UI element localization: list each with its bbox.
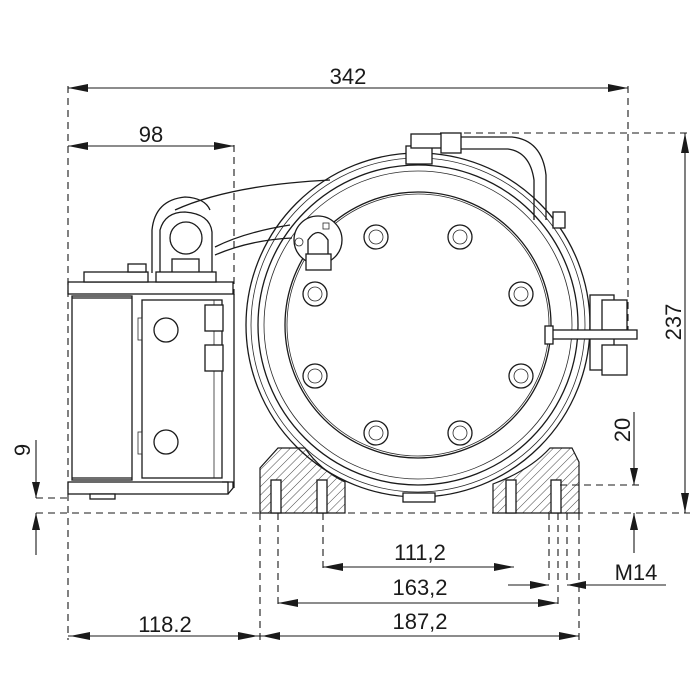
sheave-bolts	[302, 224, 534, 446]
bolt	[508, 363, 534, 389]
dim-left-offset: 118.2	[138, 612, 191, 637]
dim-foot-height: 20	[610, 418, 635, 442]
dim-overall-height: 237	[661, 304, 686, 341]
left-foot	[259, 447, 346, 514]
dim-thread: M14	[615, 560, 658, 585]
brake-bolt	[153, 429, 179, 455]
right-clamp	[544, 294, 638, 376]
brake-arm	[174, 179, 331, 256]
bolt	[302, 281, 328, 307]
dim-hole-spacing-mid: 163,2	[392, 575, 447, 600]
bolt	[447, 224, 473, 250]
top-connector	[405, 132, 566, 229]
dim-base-width: 187,2	[392, 609, 447, 634]
bolt	[447, 420, 473, 446]
encoder-sensor	[293, 215, 343, 271]
dim-overall-width: 342	[330, 64, 367, 89]
sheave-disc	[284, 191, 552, 459]
lifting-eye	[151, 196, 213, 276]
machine-body	[67, 132, 638, 514]
dim-hole-spacing-inner: 111,2	[394, 540, 446, 565]
dim-brake-width: 98	[139, 122, 163, 147]
housing-outer-ring	[245, 152, 591, 498]
bolt	[363, 420, 389, 446]
brake-bolt	[153, 317, 179, 343]
bolt	[508, 281, 534, 307]
right-foot	[492, 447, 580, 514]
bolt	[363, 224, 389, 250]
dim-brake-offset: 9	[10, 444, 35, 456]
dimension-labels: 342 98 237 20 9 118.2 111,2 163,2 187,2 …	[10, 64, 686, 637]
dimension-lines	[32, 84, 689, 640]
extension-lines	[36, 86, 690, 640]
bolt	[302, 363, 328, 389]
brake-assembly	[67, 263, 235, 500]
